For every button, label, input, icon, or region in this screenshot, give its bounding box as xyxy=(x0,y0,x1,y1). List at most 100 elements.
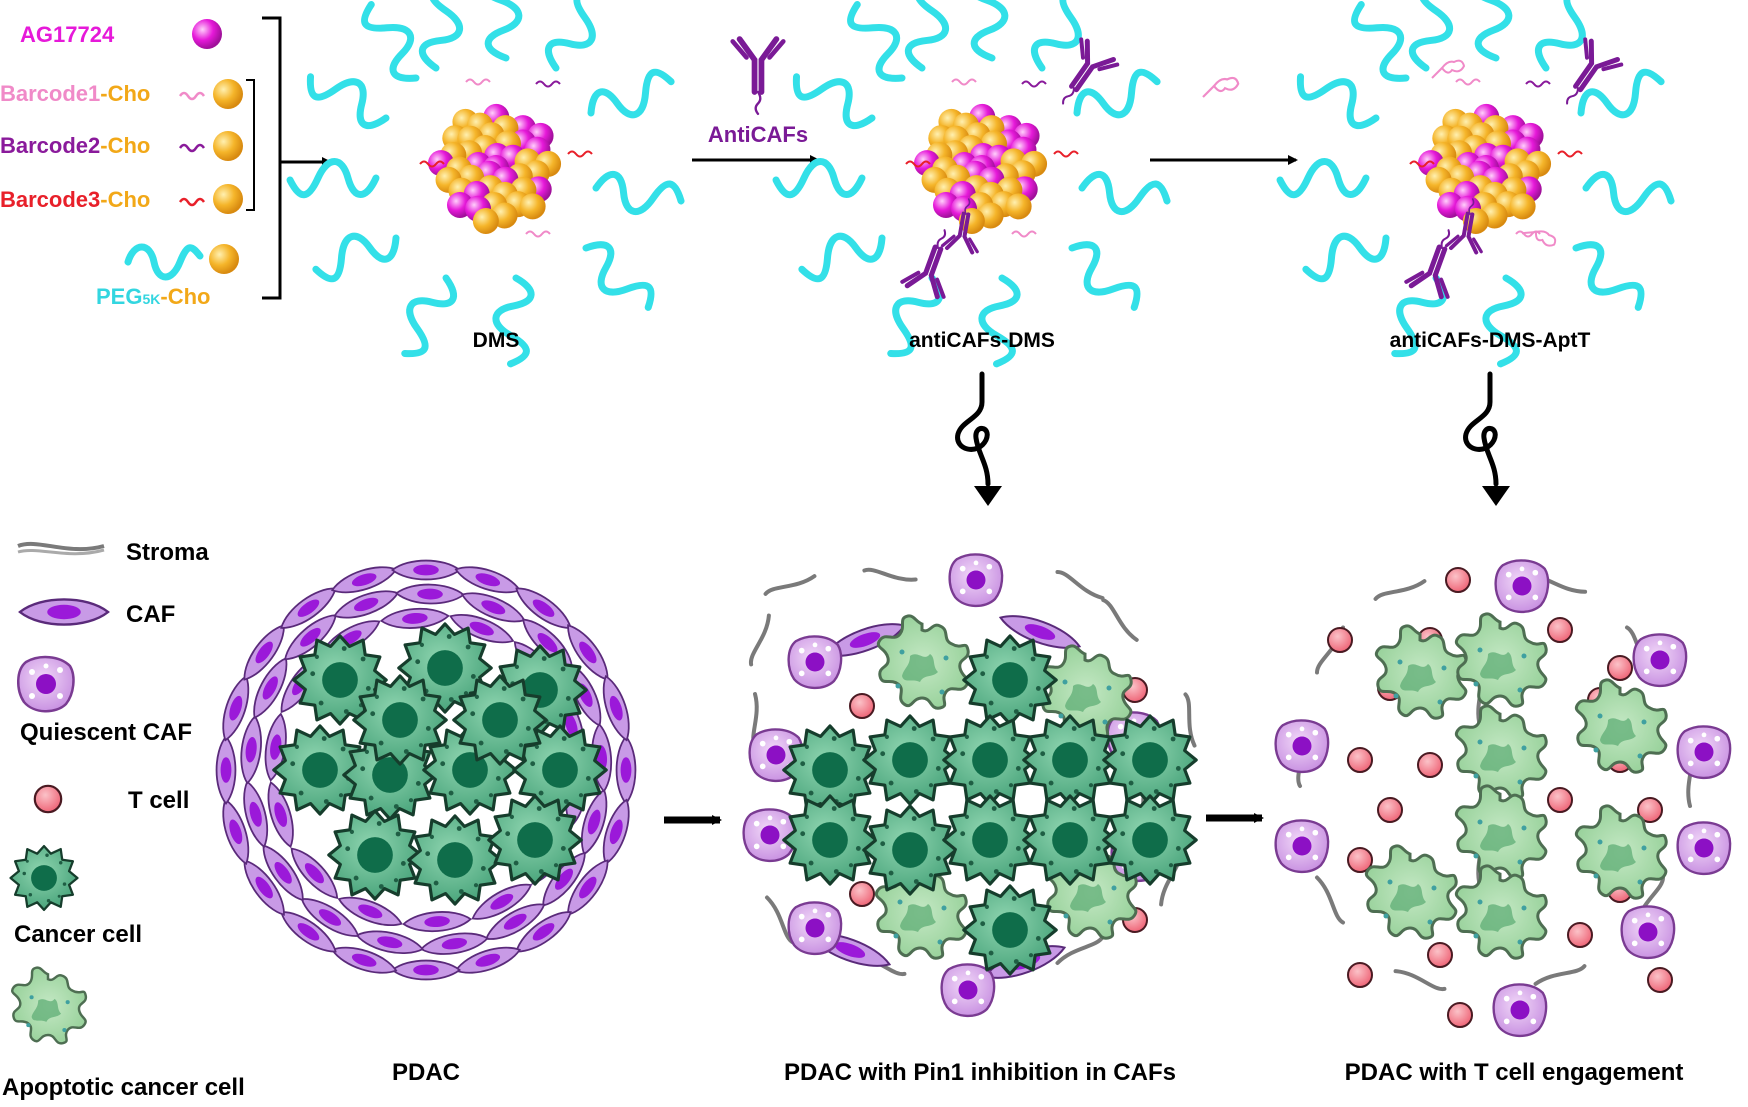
barcode-tail xyxy=(951,78,977,86)
barcode-tail xyxy=(525,230,551,238)
caf-cell xyxy=(615,735,637,805)
quiescent-caf xyxy=(1274,719,1330,774)
cho-sphere xyxy=(519,193,546,220)
stroma-fiber xyxy=(747,612,773,668)
peg-chain xyxy=(310,222,402,283)
peg-chain xyxy=(1409,0,1457,71)
dms-particle xyxy=(290,0,684,365)
cancer-cell xyxy=(407,814,503,906)
peg-chain xyxy=(1280,162,1366,195)
stroma-fiber xyxy=(762,572,818,598)
stage3-label: PDAC with T cell engagement xyxy=(1345,1059,1684,1086)
anticafs-step: AntiCAFs xyxy=(692,39,820,165)
cancer-cell xyxy=(782,794,878,886)
peg-chain xyxy=(1079,171,1169,219)
quiescent-caf xyxy=(1620,905,1676,960)
component-list: AG17724 Barcode1-Cho Barcode2-Cho Barcod… xyxy=(0,16,332,309)
quiescent-caf xyxy=(1492,983,1548,1038)
t-cell xyxy=(1647,967,1673,993)
legend-t-cell-label: T cell xyxy=(128,787,189,814)
legend-cancer-cell-label: Cancer cell xyxy=(14,921,142,948)
reagent1-label: AntiCAFs xyxy=(708,122,808,147)
dms-label: DMS xyxy=(473,329,520,352)
antibody-icon xyxy=(1406,223,1470,299)
barcode3-label: Barcode3-Cho xyxy=(0,187,150,212)
peg-label: PEG5K-Cho xyxy=(96,284,210,309)
stroma-fiber xyxy=(1099,596,1141,644)
legend-quiescent-caf: Quiescent CAF xyxy=(16,655,192,746)
barcode1-label: Barcode1-Cho xyxy=(0,81,150,106)
aptamer-icon xyxy=(1431,59,1465,79)
t-cell xyxy=(1607,655,1633,681)
anticafs-dms-aptt-label: antiCAFs-DMS-AptT xyxy=(1390,329,1591,352)
legend-cancer-cell: Cancer cell xyxy=(9,844,142,948)
t-cell xyxy=(1377,797,1403,823)
legend-apoptotic-cell-label: Apoptotic cancer cell xyxy=(2,1074,245,1101)
peg-chain xyxy=(844,0,916,86)
quiescent-caf xyxy=(940,963,996,1018)
caf-cell xyxy=(391,559,461,581)
t-cell xyxy=(1547,787,1573,813)
legend-quiescent-caf-label: Quiescent CAF xyxy=(20,719,192,746)
t-cell xyxy=(849,693,875,719)
stage-pdac-tumor xyxy=(215,559,637,981)
peg-chain xyxy=(290,162,376,195)
apoptotic-cell xyxy=(1374,624,1468,720)
caf-cell xyxy=(395,582,465,606)
stroma-fiber xyxy=(1532,962,1588,988)
barcode-tail xyxy=(1021,80,1047,88)
aptamer-icon xyxy=(1201,76,1240,99)
stage-t-cell-engagement-tumor xyxy=(1274,559,1732,1038)
apoptotic-cell xyxy=(1364,844,1458,940)
coil-arrow-2 xyxy=(1466,374,1510,506)
stroma-fiber xyxy=(1313,874,1347,926)
antibody-icon xyxy=(733,39,784,114)
barcode-tail xyxy=(1455,78,1481,86)
stage-pin1-inhibition-tumor xyxy=(742,553,1199,1018)
quiescent-caf xyxy=(787,901,843,956)
anticafs-dms-aptt-particle xyxy=(1280,0,1674,365)
apoptotic-cell xyxy=(1454,784,1548,880)
legend-stroma-label: Stroma xyxy=(126,539,209,566)
barcode-tail xyxy=(1409,160,1435,168)
quiescent-caf xyxy=(1632,633,1688,688)
coil-arrow-1 xyxy=(958,374,1002,506)
caf-cell xyxy=(379,605,450,632)
t-cell xyxy=(1427,942,1453,968)
peg-chain xyxy=(1564,236,1648,320)
peg-chain xyxy=(482,0,523,59)
cho-sphere xyxy=(1509,193,1536,220)
t-cell xyxy=(1547,617,1573,643)
peg-chain xyxy=(1472,0,1513,59)
peg-chain xyxy=(1060,236,1144,320)
quiescent-caf xyxy=(1274,819,1330,874)
apoptotic-cell xyxy=(1454,864,1548,960)
caf-cell xyxy=(237,714,266,786)
stroma-fiber xyxy=(1392,967,1448,993)
peg-chain xyxy=(358,0,430,86)
barcode-tail xyxy=(535,80,561,88)
stroma-fiber xyxy=(1372,577,1428,603)
legend-apoptotic-cell: Apoptotic cancer cell xyxy=(2,966,245,1101)
t-cell xyxy=(1447,1002,1473,1028)
quiescent-caf xyxy=(1676,821,1732,876)
barcode-tail xyxy=(1525,80,1551,88)
caf-cell xyxy=(391,959,461,981)
cho-sphere xyxy=(1005,193,1032,220)
peg-chain xyxy=(1300,222,1392,283)
caf-cell xyxy=(215,735,237,805)
peg-chain xyxy=(776,162,862,195)
peg-chain xyxy=(585,68,677,129)
quiescent-caf xyxy=(948,553,1004,608)
peg-chain xyxy=(303,61,394,133)
legend-stroma: Stroma xyxy=(17,539,209,566)
t-cell xyxy=(1445,567,1471,593)
barcode-tail xyxy=(419,160,445,168)
peg-chain xyxy=(796,222,888,283)
apoptotic-cell xyxy=(1454,612,1548,708)
caf-cell xyxy=(402,908,473,935)
stage1-label: PDAC xyxy=(392,1059,460,1086)
legend-caf: CAF xyxy=(18,598,175,628)
t-cell xyxy=(849,881,875,907)
peg-chain xyxy=(419,0,467,71)
